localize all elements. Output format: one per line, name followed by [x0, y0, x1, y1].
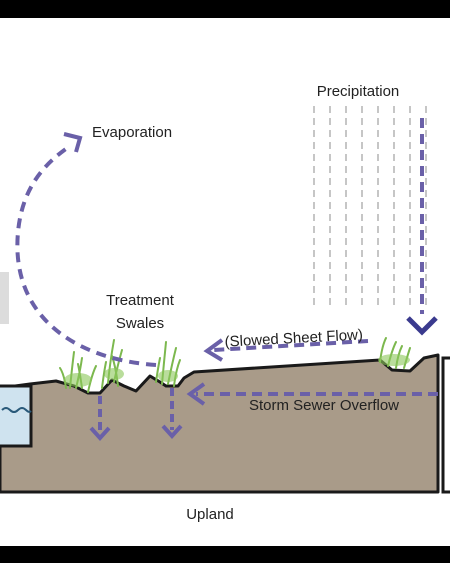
vegetation-fill — [64, 354, 410, 387]
storm-sewer-arrowhead — [186, 382, 206, 406]
precipitation-arrowhead — [406, 316, 438, 336]
infiltration-arrowhead-left — [89, 426, 111, 441]
evaporation-arc — [15, 144, 157, 367]
ground-section — [0, 353, 440, 494]
left-grey-tab — [0, 272, 9, 324]
label-swales: Swales — [116, 315, 164, 332]
water-ripples — [1, 407, 32, 413]
sheet-flow-arrow — [213, 339, 369, 352]
infiltration-arrowhead-right — [161, 424, 183, 439]
label-upland: Upland — [186, 506, 234, 523]
evaporation-arrowhead — [63, 132, 83, 153]
label-storm-sewer-overflow: Storm Sewer Overflow — [249, 397, 399, 414]
water-basin — [0, 384, 33, 448]
storm-sewer-box — [441, 356, 450, 494]
label-evaporation: Evaporation — [92, 124, 172, 141]
label-precipitation: Precipitation — [317, 83, 400, 100]
sheet-flow-arrowhead — [203, 338, 224, 362]
rain-lines — [313, 106, 427, 308]
label-treatment: Treatment — [106, 292, 175, 309]
